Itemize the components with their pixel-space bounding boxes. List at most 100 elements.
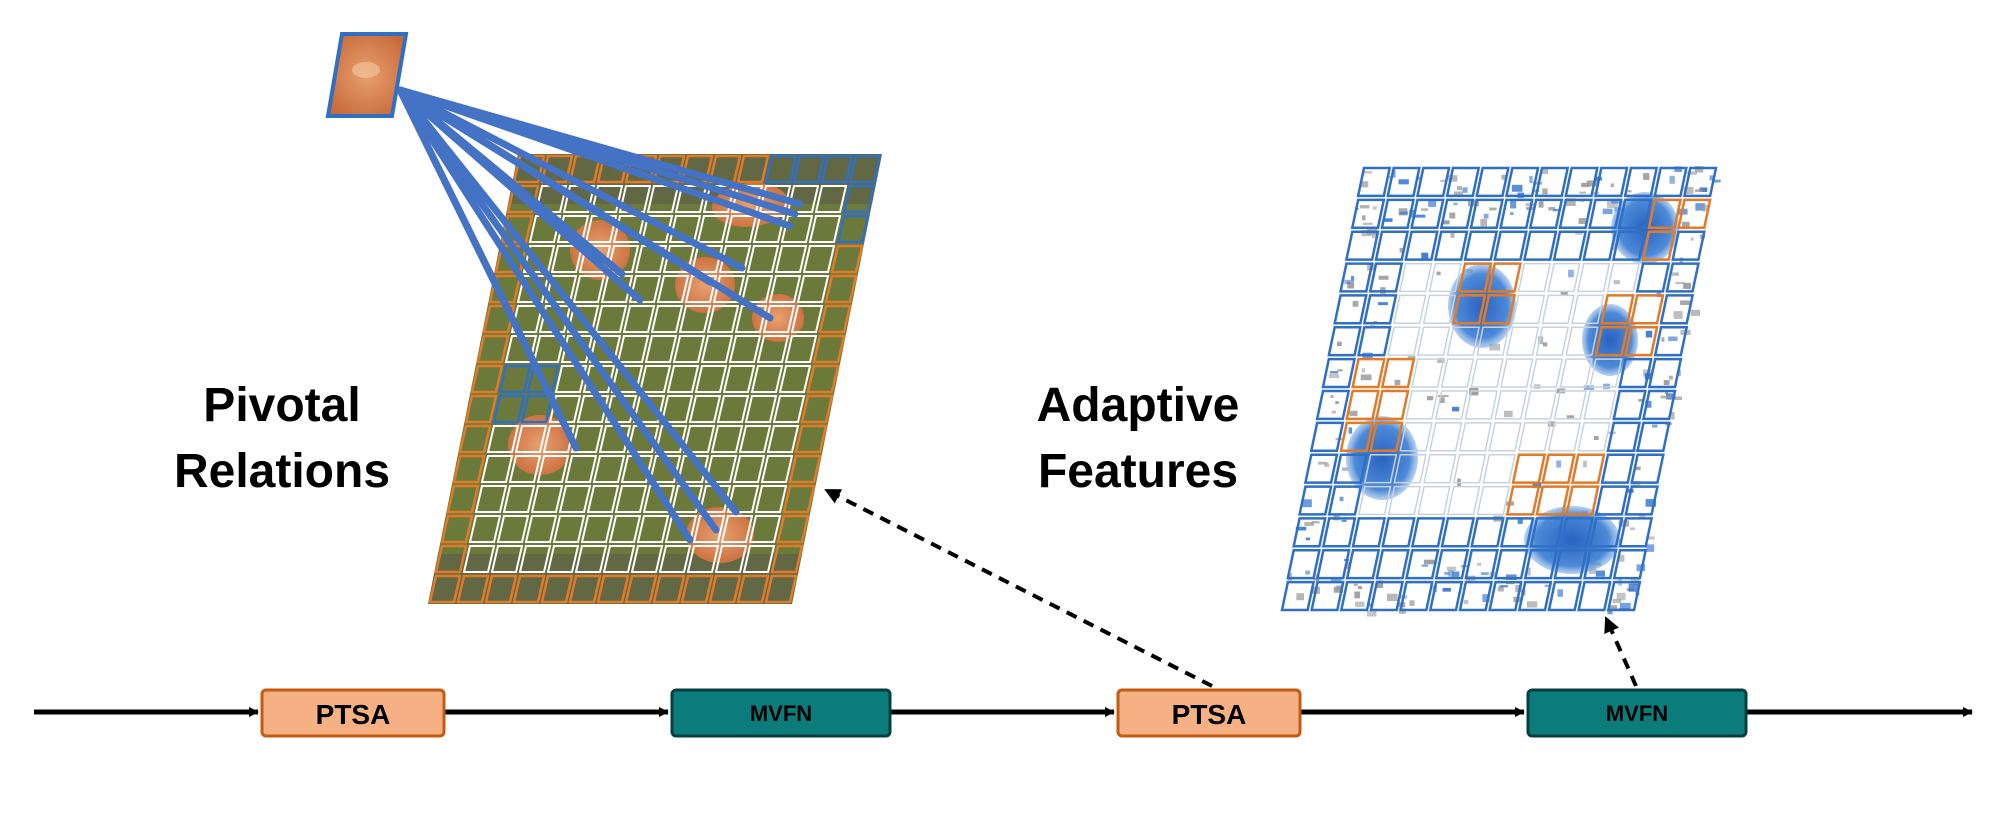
left-grid-cell: [830, 244, 864, 274]
right-grid-cell: [1677, 198, 1712, 229]
left-grid-cell: [574, 545, 608, 573]
noise-speck: [1683, 186, 1694, 194]
noise-speck: [1450, 232, 1455, 238]
mvfn-block-1[interactable]: MVFN: [670, 688, 892, 738]
noise-speck: [1391, 169, 1396, 178]
right-grid-cell: [1333, 294, 1368, 325]
noise-speck: [1348, 427, 1353, 434]
noise-speck: [1511, 184, 1523, 192]
right-grid-cell: [1380, 198, 1416, 229]
left-grid-cell: [480, 455, 514, 483]
noise-speck: [1324, 463, 1330, 467]
left-grid-cell: [518, 545, 552, 573]
right-grid-cell: [1375, 549, 1410, 580]
noise-speck: [1330, 395, 1334, 398]
left-grid-cell: [512, 574, 546, 604]
noise-speck: [1515, 585, 1522, 593]
right-grid-cell: [1499, 198, 1534, 229]
noise-speck: [1399, 247, 1403, 253]
right-grid-cell: [1529, 517, 1565, 548]
right-grid-cell: [1606, 421, 1642, 452]
noise-speck: [1423, 559, 1435, 565]
right-grid-cell: [1488, 422, 1522, 452]
left-grid-cell: [848, 154, 882, 184]
ptsa-block-2[interactable]: PTSA: [1116, 688, 1302, 738]
left-grid-cell: [598, 425, 632, 453]
left-grid-cell: [714, 545, 748, 573]
noise-speck: [1302, 499, 1312, 508]
right-grid-cell: [1493, 549, 1529, 580]
right-grid-cell: [1570, 453, 1606, 484]
left-grid-cell: [790, 305, 824, 333]
right-grid-cell: [1517, 262, 1552, 293]
ptsa-block-2-label: PTSA: [1172, 699, 1247, 730]
right-grid-cell: [1410, 517, 1446, 548]
left-grid-cell: [592, 455, 626, 483]
right-grid-cell: [1577, 422, 1611, 452]
left-grid-cell: [596, 574, 630, 604]
noise-speck: [1482, 594, 1490, 603]
noise-speck: [1336, 341, 1342, 347]
noise-speck: [1646, 544, 1655, 552]
pivot-patch: [325, 32, 409, 118]
left-grid-cell: [700, 335, 734, 363]
right-grid-cell: [1641, 230, 1677, 261]
right-grid-cell: [1582, 549, 1618, 580]
left-grid-cell: [496, 515, 530, 543]
right-grid-cell: [1653, 326, 1689, 357]
feature-map: [1280, 166, 1718, 612]
noise-speck: [1313, 577, 1318, 581]
right-grid-cell: [1476, 485, 1511, 516]
dashed-arrow-to-pivotal: [824, 488, 1213, 688]
left-grid-cell: [812, 334, 846, 364]
left-grid-cell: [694, 365, 728, 393]
left-grid-cell: [796, 275, 830, 303]
noise-speck: [1483, 213, 1489, 219]
right-grid-cell: [1410, 198, 1445, 229]
left-grid-cell: [672, 335, 706, 363]
right-grid-cell: [1553, 549, 1588, 580]
right-grid-cell: [1564, 166, 1599, 198]
right-grid-cell: [1415, 166, 1451, 198]
left-grid-cell: [696, 215, 730, 243]
adaptive-features-panel: Adaptive Features: [1037, 166, 1721, 617]
right-grid-cell: [1451, 294, 1487, 325]
left-grid-cell: [748, 515, 782, 543]
noise-speck: [1510, 200, 1517, 209]
noise-speck: [1668, 336, 1678, 341]
noise-speck: [1467, 199, 1479, 207]
ptsa-block-1[interactable]: PTSA: [260, 688, 446, 738]
noise-speck: [1489, 207, 1497, 211]
left-grid-cell: [742, 545, 776, 573]
adaptive-label-line1: Adaptive: [1037, 379, 1240, 432]
right-grid-cell: [1600, 294, 1635, 325]
right-grid-cell: [1535, 485, 1570, 516]
noise-speck: [1682, 221, 1690, 229]
left-grid-cell: [770, 544, 804, 574]
right-grid-cell: [1428, 262, 1463, 293]
right-grid-cell: [1374, 230, 1410, 261]
noise-speck: [1304, 522, 1315, 526]
mvfn-block-2[interactable]: MVFN: [1526, 688, 1748, 738]
right-grid-cell: [1482, 453, 1516, 484]
right-grid-cell: [1404, 230, 1439, 261]
left-grid-cell: [484, 574, 518, 604]
noise-speck: [1376, 580, 1384, 589]
pivotal-label-line2: Relations: [174, 445, 390, 498]
right-grid-cell: [1647, 357, 1683, 389]
right-grid-cell: [1310, 580, 1345, 612]
noise-speck: [1586, 180, 1598, 187]
left-grid-cell: [666, 365, 700, 393]
noise-speck: [1619, 602, 1631, 610]
noise-speck: [1361, 181, 1369, 188]
noise-speck: [1509, 212, 1514, 216]
right-grid-cell: [1393, 453, 1427, 484]
left-grid-cell: [692, 515, 726, 543]
left-grid-cell: [520, 394, 554, 424]
left-grid-cell: [540, 574, 574, 604]
left-grid-cell: [656, 275, 690, 303]
noise-speck: [1352, 300, 1359, 307]
left-grid-cell: [708, 574, 742, 604]
right-grid-cell: [1303, 453, 1339, 484]
left-grid-cell: [776, 514, 810, 544]
